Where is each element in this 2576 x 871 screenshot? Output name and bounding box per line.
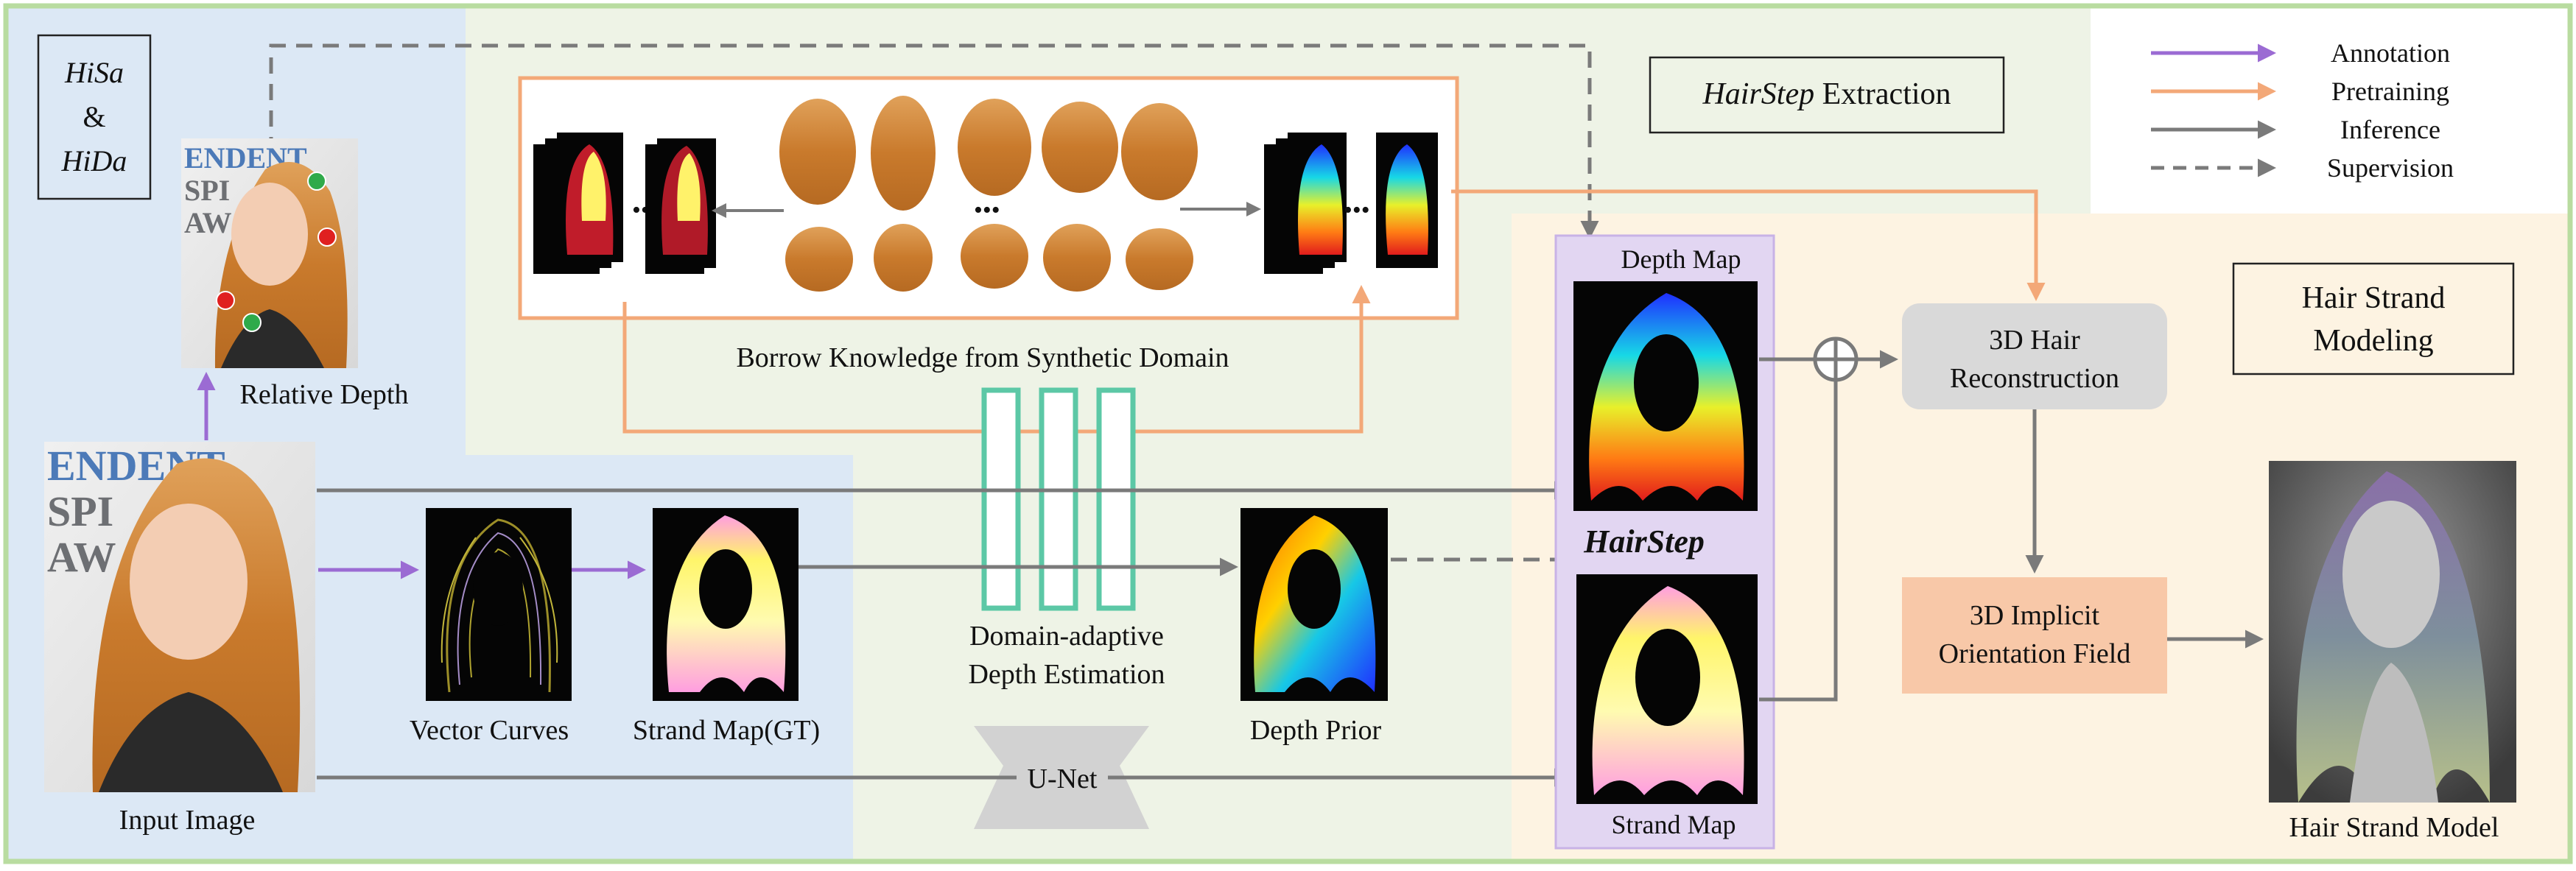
implicit-field-label-1: 3D Implicit — [1970, 600, 2100, 631]
synthetic-depth-stack-2 — [1376, 133, 1438, 268]
extraction-title-italic: HairStep — [1702, 77, 1814, 111]
legend-pretraining-label: Pretraining — [2331, 77, 2449, 106]
pretraining-arrow-reconstruction — [1451, 189, 2046, 301]
synthetic-hair-5 — [1121, 103, 1198, 200]
synthetic-hair-7 — [874, 224, 933, 292]
synthetic-ellipsis-right: ••• — [1344, 197, 1370, 224]
hairstep-label: HairStep — [1583, 523, 1705, 560]
unet-label: U-Net — [1028, 764, 1098, 794]
estimator-layer-1 — [981, 387, 1021, 611]
strand-map-gt-image — [653, 508, 799, 701]
modeling-title-box — [2232, 262, 2515, 375]
strand-map-gt-label: Strand Map(GT) — [633, 715, 820, 746]
depth-prior-image — [1240, 508, 1388, 701]
input-image-label: Input Image — [119, 805, 256, 836]
borrow-knowledge-label: Borrow Knowledge from Synthetic Domain — [736, 342, 1229, 373]
synthetic-hair-4 — [1042, 102, 1118, 193]
legend-annotation-label: Annotation — [2331, 38, 2450, 68]
synthetic-strand-stack-2 — [645, 138, 716, 274]
supervision-arrow-top — [269, 43, 1599, 239]
dataset-title-line3: HiDa — [61, 144, 127, 177]
concat-operator-icon — [1813, 336, 1859, 382]
annotation-point-red-2 — [216, 291, 235, 310]
annotation-point-green-1 — [307, 172, 326, 191]
dataset-title-line1: HiSa — [64, 56, 124, 89]
modeling-title-line1: Hair Strand — [2302, 281, 2446, 315]
domain-adaptive-label-1: Domain-adaptive — [969, 621, 1164, 652]
relative-depth-photo-text3: AW — [184, 206, 231, 239]
unet-label-background — [1017, 757, 1108, 800]
extraction-title-box — [1649, 56, 2005, 134]
synthetic-hair-2 — [871, 96, 936, 211]
hair-strand-model-label: Hair Strand Model — [2289, 812, 2499, 843]
outer-border — [3, 3, 2573, 864]
estimator-layer-2 — [1039, 387, 1078, 611]
implicit-field-box — [1902, 577, 2167, 694]
depth-map-label: Depth Map — [1621, 244, 1741, 274]
relative-depth-label: Relative Depth — [240, 379, 409, 410]
synthetic-ellipsis-middle: ••• — [974, 197, 1000, 224]
dataset-title-box — [37, 34, 152, 200]
implicit-field-label-2: Orientation Field — [1939, 638, 2131, 669]
strand-map-label: Strand Map — [1612, 810, 1736, 839]
extraction-title-rest: Extraction — [1814, 77, 1951, 111]
depth-prior-label: Depth Prior — [1250, 715, 1382, 746]
vector-curves-image — [426, 508, 572, 701]
input-image: ENDENT SPI AW — [44, 442, 315, 792]
synthetic-hair-models — [779, 96, 1198, 292]
annotation-point-red-1 — [317, 228, 337, 247]
synthetic-depth-stack-1 — [1264, 133, 1347, 274]
annotation-point-green-2 — [242, 313, 262, 332]
legend-inference-label: Inference — [2340, 115, 2440, 144]
dataset-title-line2: & — [83, 100, 105, 133]
legend-region — [2091, 6, 2570, 214]
legend-supervision-label: Supervision — [2327, 153, 2454, 183]
synthetic-hair-9 — [1043, 224, 1111, 292]
merge-line-strand — [1759, 381, 1838, 702]
input-image-text2: SPI — [47, 487, 113, 535]
modeling-title-line2: Modeling — [2313, 324, 2433, 358]
strand-map-image — [1576, 574, 1758, 804]
hair-strand-model-image — [2269, 461, 2516, 803]
synthetic-strand-stack-1 — [533, 133, 623, 274]
relative-depth-photo-text2: SPI — [184, 174, 230, 207]
domain-adaptive-estimator — [981, 387, 1136, 611]
extraction-title: HairStep Extraction — [1702, 77, 1951, 111]
reconstruction-box — [1902, 303, 2167, 409]
synthetic-hair-8 — [961, 224, 1028, 289]
synthetic-hair-3 — [958, 99, 1031, 196]
reconstruction-label-2: Reconstruction — [1950, 363, 2119, 394]
input-image-text3: AW — [47, 533, 116, 581]
domain-adaptive-label-2: Depth Estimation — [968, 659, 1165, 690]
synthetic-hair-6 — [785, 227, 853, 292]
relative-depth-photo: ENDENT SPI AW — [181, 138, 358, 368]
depth-map-image — [1573, 281, 1758, 511]
estimator-layer-3 — [1096, 387, 1136, 611]
reconstruction-label-1: 3D Hair — [1989, 325, 2080, 356]
synthetic-hair-10 — [1126, 228, 1193, 290]
vector-curves-label: Vector Curves — [410, 715, 569, 746]
legend: Annotation Pretraining Inference Supervi… — [2151, 38, 2454, 183]
synthetic-hair-1 — [779, 99, 856, 205]
